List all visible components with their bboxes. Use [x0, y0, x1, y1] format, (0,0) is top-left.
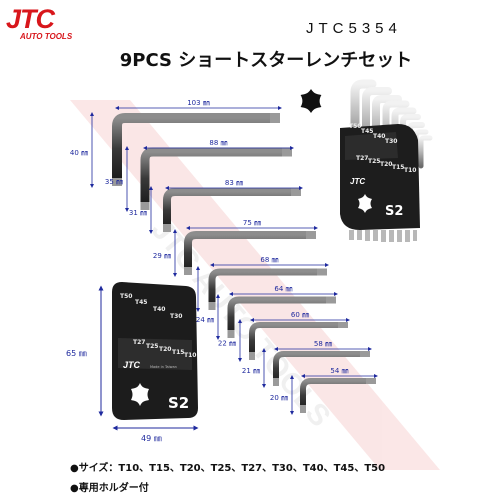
holder-grade: S2 — [168, 394, 189, 412]
wrench-body — [184, 231, 316, 275]
length-label: 75 ㎜ — [243, 219, 261, 227]
holder-label: T15 — [172, 349, 184, 356]
page-title: 9PCS ショートスターレンチセット — [119, 50, 413, 71]
holder-label: T20 — [159, 346, 171, 353]
length-label: 103 ㎜ — [187, 99, 210, 107]
length-label: 83 ㎜ — [225, 179, 243, 187]
height-label: 22 ㎜ — [218, 340, 236, 348]
wrench-body — [273, 351, 370, 386]
wrench-tip — [360, 351, 370, 357]
brand-logo-text: JTC — [6, 4, 55, 34]
hex-key-wrench — [208, 268, 327, 310]
hex-key-wrench — [184, 231, 316, 275]
length-label: 68 ㎜ — [260, 256, 278, 264]
holder-small-text: Made in Taiwan — [150, 365, 177, 369]
wrench-tip — [208, 302, 216, 310]
wrench-tip — [163, 224, 171, 232]
wrench-body — [227, 296, 336, 338]
wrench-tip — [366, 378, 376, 384]
length-label: 54 ㎜ — [330, 367, 348, 375]
model-number: JTC5354 — [306, 20, 402, 37]
wrench-body — [208, 268, 327, 310]
height-label: 20 ㎜ — [270, 394, 288, 402]
holder-top-label: T27 — [356, 155, 368, 162]
holder-top-label: T15 — [392, 164, 404, 171]
holder-top-label: T30 — [385, 138, 397, 145]
hex-key-wrench — [227, 296, 336, 338]
hex-key-wrench — [112, 113, 280, 186]
hex-key-wrench — [140, 147, 292, 210]
wrench-body — [249, 322, 348, 360]
holder-top-brand: JTC — [350, 177, 365, 186]
torx-star-icon — [300, 89, 322, 113]
holder-top-label: T40 — [373, 133, 385, 140]
holder-label: T30 — [170, 313, 182, 320]
holder-top-label: T10 — [404, 167, 416, 174]
hex-key-wrench — [249, 322, 348, 360]
height-label: 40 ㎜ — [70, 149, 88, 157]
holder-label: T10 — [184, 352, 196, 359]
brand-logo-subtext: AUTO TOOLS — [20, 32, 73, 41]
length-label: 64 ㎜ — [274, 285, 292, 293]
height-label: 29 ㎜ — [153, 252, 171, 260]
spec-sizes: ●サイズ：T10、T15、T20、T25、T27、T30、T40、T45、T50 — [70, 463, 386, 474]
height-label: 24 ㎜ — [196, 316, 214, 324]
wrench-tip — [112, 178, 122, 186]
wrench-body — [140, 147, 292, 210]
height-label: 31 ㎜ — [129, 209, 147, 217]
wrench-body — [300, 378, 376, 413]
holder-width-label: 49 ㎜ — [141, 434, 162, 443]
wrench-tip — [317, 268, 327, 276]
length-label: 58 ㎜ — [314, 340, 332, 348]
holder-label: T50 — [120, 293, 132, 300]
holder-top-label: T20 — [380, 161, 392, 168]
wrench-body — [163, 188, 301, 232]
hex-key-wrench — [300, 378, 376, 413]
wrench-tip — [249, 352, 255, 360]
wrench-tip — [140, 202, 150, 210]
wrench-tip — [338, 322, 348, 328]
holder-top-label: T50 — [349, 123, 361, 130]
spec-holder: ●専用ホルダー付 — [70, 483, 149, 494]
holder-top-grade: S2 — [385, 204, 403, 219]
length-label: 60 ㎜ — [291, 311, 309, 319]
hex-key-wrench — [163, 188, 301, 232]
brand-logo: JTC AUTO TOOLS — [6, 4, 106, 44]
holder-brand: JTC — [123, 360, 141, 370]
height-label: 21 ㎜ — [242, 367, 260, 375]
holder-label: T45 — [135, 299, 147, 306]
length-label: 88 ㎜ — [209, 139, 227, 147]
holder-photo: T50 T45 T40 T30 T27 T25 T20 T15 T10 JTC … — [66, 282, 199, 443]
holder-top-label: T45 — [361, 128, 373, 135]
wrench-tip — [306, 231, 316, 239]
height-label: 35 ㎜ — [105, 178, 123, 186]
holder-top-label: T25 — [368, 158, 380, 165]
wrench-tip — [273, 378, 279, 386]
wrench-tip — [291, 188, 301, 196]
wrench-tip — [184, 267, 192, 275]
wrench-tip — [282, 147, 292, 157]
wrench-tip — [270, 113, 280, 123]
wrench-tip — [300, 405, 306, 413]
wrench-tip — [227, 330, 235, 338]
holder-label: T40 — [153, 306, 165, 313]
torx-star-icon — [358, 194, 372, 213]
wrench-set-in-holder-photo: T50 T45 T40 T30 T27 T25 T20 T15 T10 JTC … — [340, 79, 433, 242]
wrench-tip — [326, 296, 336, 304]
wrench-body — [112, 113, 280, 186]
hex-key-wrench — [273, 351, 370, 386]
torx-star-icon — [131, 383, 149, 406]
holder-height-label: 65 ㎜ — [66, 349, 87, 358]
holder-label: T25 — [146, 343, 158, 350]
holder-label: T27 — [133, 339, 145, 346]
